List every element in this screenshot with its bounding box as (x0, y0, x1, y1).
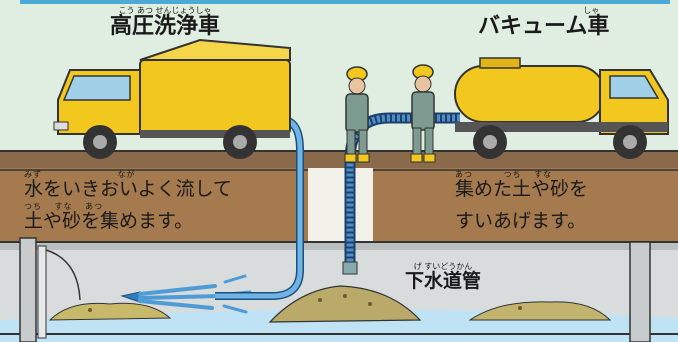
vacuum-truck-label-text: バキューム車 (478, 14, 610, 39)
pressure-truck-label-text: 高圧洗浄車 (110, 14, 221, 39)
left-caption-line2-ruby: つち すな あつ (24, 202, 104, 211)
worker-left (344, 66, 370, 163)
pressure-truck (53, 38, 291, 159)
sewer-pipe-label: げ すいどうかん 下水道管 (405, 262, 481, 292)
sewer-pipe-label-ruby: げ すいどうかん (413, 262, 473, 271)
vacuum-truck-label: しゃ バキューム車 (478, 6, 609, 39)
left-caption-line1: 水をいきおいよく流して (24, 178, 233, 200)
pressure-hose-highlight (215, 117, 303, 299)
worker-right (410, 64, 436, 163)
left-caption-line2: 土や砂を集めます。 (24, 210, 194, 232)
right-caption-line2: すいあげます。 (455, 210, 587, 232)
vacuum-truck-label-ruby: しゃ (583, 6, 600, 15)
right-caption-line1-ruby: あつ つち すな (455, 170, 553, 179)
top-accent-bar (20, 0, 670, 4)
pressure-truck-label-ruby: こう あつ せんじょうしゃ (118, 6, 212, 15)
sewer-pipe-label-text: 下水道管 (405, 270, 482, 292)
sediment-piles (48, 285, 612, 323)
left-caption: みず なが 水をいきおいよく流して つち すな あつ 土や砂を集めます。 (24, 170, 232, 232)
right-caption-line1: 集めた土や砂を (455, 178, 589, 200)
left-caption-line1-ruby: みず なが (24, 170, 136, 179)
right-caption: あつ つち すな 集めた土や砂を すいあげます。 (455, 170, 588, 232)
vacuum-truck (454, 57, 669, 159)
pressure-truck-label: こう あつ せんじょうしゃ 高圧洗浄車 (110, 6, 220, 39)
